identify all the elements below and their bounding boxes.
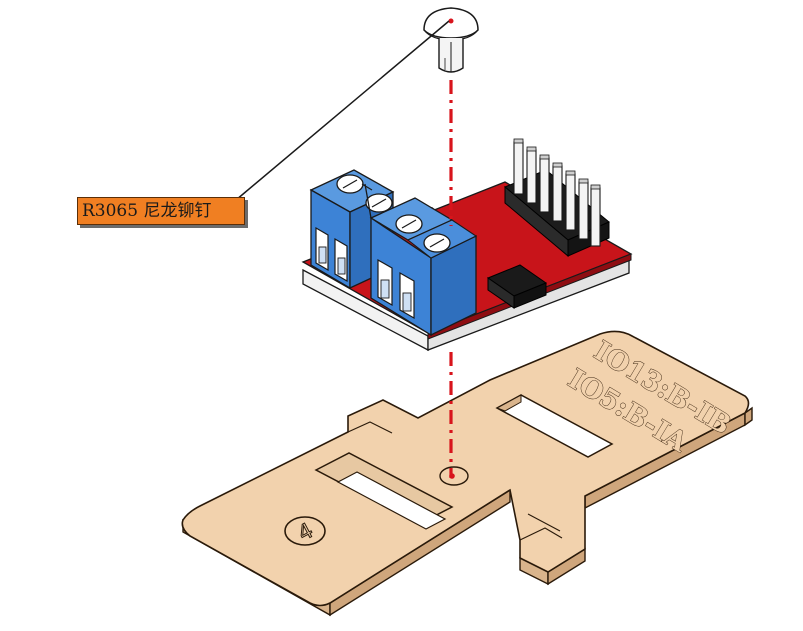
nylon-rivet (423, 7, 479, 73)
hole-center-dot (449, 473, 455, 479)
part-callout-label: R3065 尼龙铆钉 (77, 197, 245, 225)
motor-driver-module (301, 138, 633, 352)
wooden-mounting-board: 4 IO13:B-IB IO5:B-IA (181, 330, 753, 617)
callout-leader-line (235, 20, 450, 201)
rivet-center-dot (448, 18, 454, 24)
